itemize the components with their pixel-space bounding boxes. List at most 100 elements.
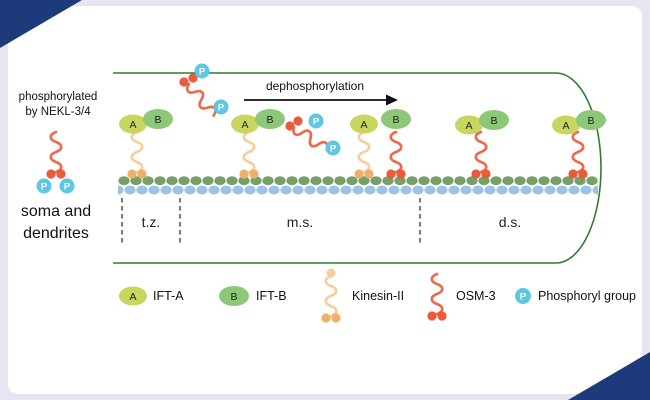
kinesin-foot xyxy=(249,169,259,179)
ift-b-letter: B xyxy=(392,114,399,126)
content-card xyxy=(8,6,642,394)
legend-item-kinesin: Kinesin-II xyxy=(321,268,404,323)
phosphoryl-letter: P xyxy=(64,182,71,193)
phosphoryl-group: P xyxy=(36,178,52,194)
legend-item-phosphoryl: P Phosphoryl group xyxy=(515,288,636,304)
osm3-foot xyxy=(188,73,198,83)
dephosphorylation-annotation: dephosphorylation xyxy=(244,79,398,106)
kinesin-foot xyxy=(239,169,249,179)
zone-label-ms: m.s. xyxy=(287,214,313,230)
phosphoryl-circle xyxy=(213,99,229,115)
phosphoryl-letter: P xyxy=(520,292,527,303)
osm3-foot xyxy=(386,169,396,179)
osm3-foot xyxy=(46,169,56,179)
ift-a-letter: A xyxy=(129,291,136,303)
ift-a-letter: A xyxy=(360,119,367,131)
ift-b-particle xyxy=(576,110,606,130)
phospho-note-line2: by NEKL-3/4 xyxy=(25,106,91,118)
kinesin-foot xyxy=(354,169,364,179)
osm3-foot xyxy=(578,169,588,179)
phospho-osm3-detached-1: P P xyxy=(179,63,229,121)
soma-region: phosphorylated by NEKL-3/4 P P soma and … xyxy=(19,91,98,242)
soma-label-line1: soma and xyxy=(21,203,91,220)
phosphoryl-group: P xyxy=(325,140,341,156)
legend-label-phosphoryl: Phosphoryl group xyxy=(538,289,636,303)
zone-label-tz: t.z. xyxy=(142,214,161,230)
legend-item-osm3: OSM-3 xyxy=(427,272,496,321)
phosphoryl-letter: P xyxy=(330,144,337,155)
osm3-foot xyxy=(56,169,66,179)
ift-a-particle xyxy=(231,114,259,134)
ift-b-letter: B xyxy=(266,114,273,126)
phosphoryl-letter: P xyxy=(313,117,320,128)
ift-a-particle xyxy=(350,114,378,134)
corner-decoration-bottom-right xyxy=(568,352,650,400)
kinesin-foot xyxy=(364,169,374,179)
phosphoryl-group: P xyxy=(213,99,229,115)
dephosphorylation-label: dephosphorylation xyxy=(266,79,364,93)
ift-b-particle xyxy=(381,109,411,129)
ift-a-particle xyxy=(455,115,483,135)
ift-a-letter: A xyxy=(465,120,472,132)
corner-decoration-top-left xyxy=(0,0,82,48)
microtubule-track xyxy=(118,176,598,195)
kinesin-foot xyxy=(321,313,331,323)
ift-train-ds-1: A B xyxy=(455,110,509,179)
ift-b-particle xyxy=(255,109,285,129)
ift-train-ds-2: A B xyxy=(552,110,606,179)
legend-item-ift-a: A IFT-A xyxy=(119,286,184,306)
ift-train-tz: A B xyxy=(119,109,173,179)
osm3-foot xyxy=(437,311,447,321)
osm3-foot xyxy=(293,116,303,126)
phosphoryl-letter: P xyxy=(41,182,48,193)
ift-a-letter: A xyxy=(562,120,569,132)
phosphoryl-letter: P xyxy=(218,103,225,114)
legend-label-osm3: OSM-3 xyxy=(456,289,496,303)
osm3-foot xyxy=(396,169,406,179)
ift-a-letter: A xyxy=(129,119,136,131)
osm3-foot xyxy=(481,169,491,179)
ift-a-particle xyxy=(119,114,147,134)
cilium-membrane xyxy=(113,72,602,264)
kinesin-foot xyxy=(137,169,147,179)
legend: A IFT-A B IFT-B Kinesin-II OSM-3 P Phosp… xyxy=(119,268,636,323)
phosphoryl-letter: P xyxy=(199,67,206,78)
phosphoryl-circle xyxy=(515,288,531,304)
kinesin-foot xyxy=(127,169,137,179)
phosphoryl-group: P xyxy=(308,113,324,129)
legend-label-ift-b: IFT-B xyxy=(256,289,287,303)
ift-b-particle xyxy=(479,110,509,130)
phosphoryl-circle xyxy=(36,178,52,194)
ift-a-particle xyxy=(119,286,147,306)
phosphoryl-circle xyxy=(59,178,75,194)
osm3-foot xyxy=(427,311,437,321)
kinesin-foot xyxy=(331,313,341,323)
osm3-foot xyxy=(179,77,189,87)
ift-train-ms-2: A B xyxy=(350,109,411,179)
phosphoryl-circle xyxy=(308,113,324,129)
phosphoryl-circle xyxy=(325,140,341,156)
ift-b-letter: B xyxy=(587,115,594,127)
ift-a-letter: A xyxy=(241,119,248,131)
osm3-foot xyxy=(568,169,578,179)
legend-label-kinesin: Kinesin-II xyxy=(352,289,404,303)
arrow-head xyxy=(386,94,398,106)
ift-a-particle xyxy=(552,115,580,135)
zone-annotations: t.z. m.s. d.s. xyxy=(121,198,522,246)
phospho-osm3-detached-2: P P xyxy=(285,113,341,156)
phospho-note-line1: phosphorylated xyxy=(19,91,98,103)
osm3-foot xyxy=(285,121,295,131)
zone-label-ds: d.s. xyxy=(499,214,522,230)
phospho-osm3-soma: P P xyxy=(36,130,75,194)
ift-b-particle xyxy=(143,109,173,129)
phosphoryl-circle xyxy=(194,63,210,79)
ift-b-particle xyxy=(219,286,249,306)
ift-train-ms-1: A B xyxy=(231,109,285,179)
ift-b-letter: B xyxy=(154,114,161,126)
soma-label-line2: dendrites xyxy=(23,225,89,242)
kinesin-head xyxy=(326,268,336,278)
ift-b-letter: B xyxy=(490,115,497,127)
phosphoryl-group: P xyxy=(59,178,75,194)
